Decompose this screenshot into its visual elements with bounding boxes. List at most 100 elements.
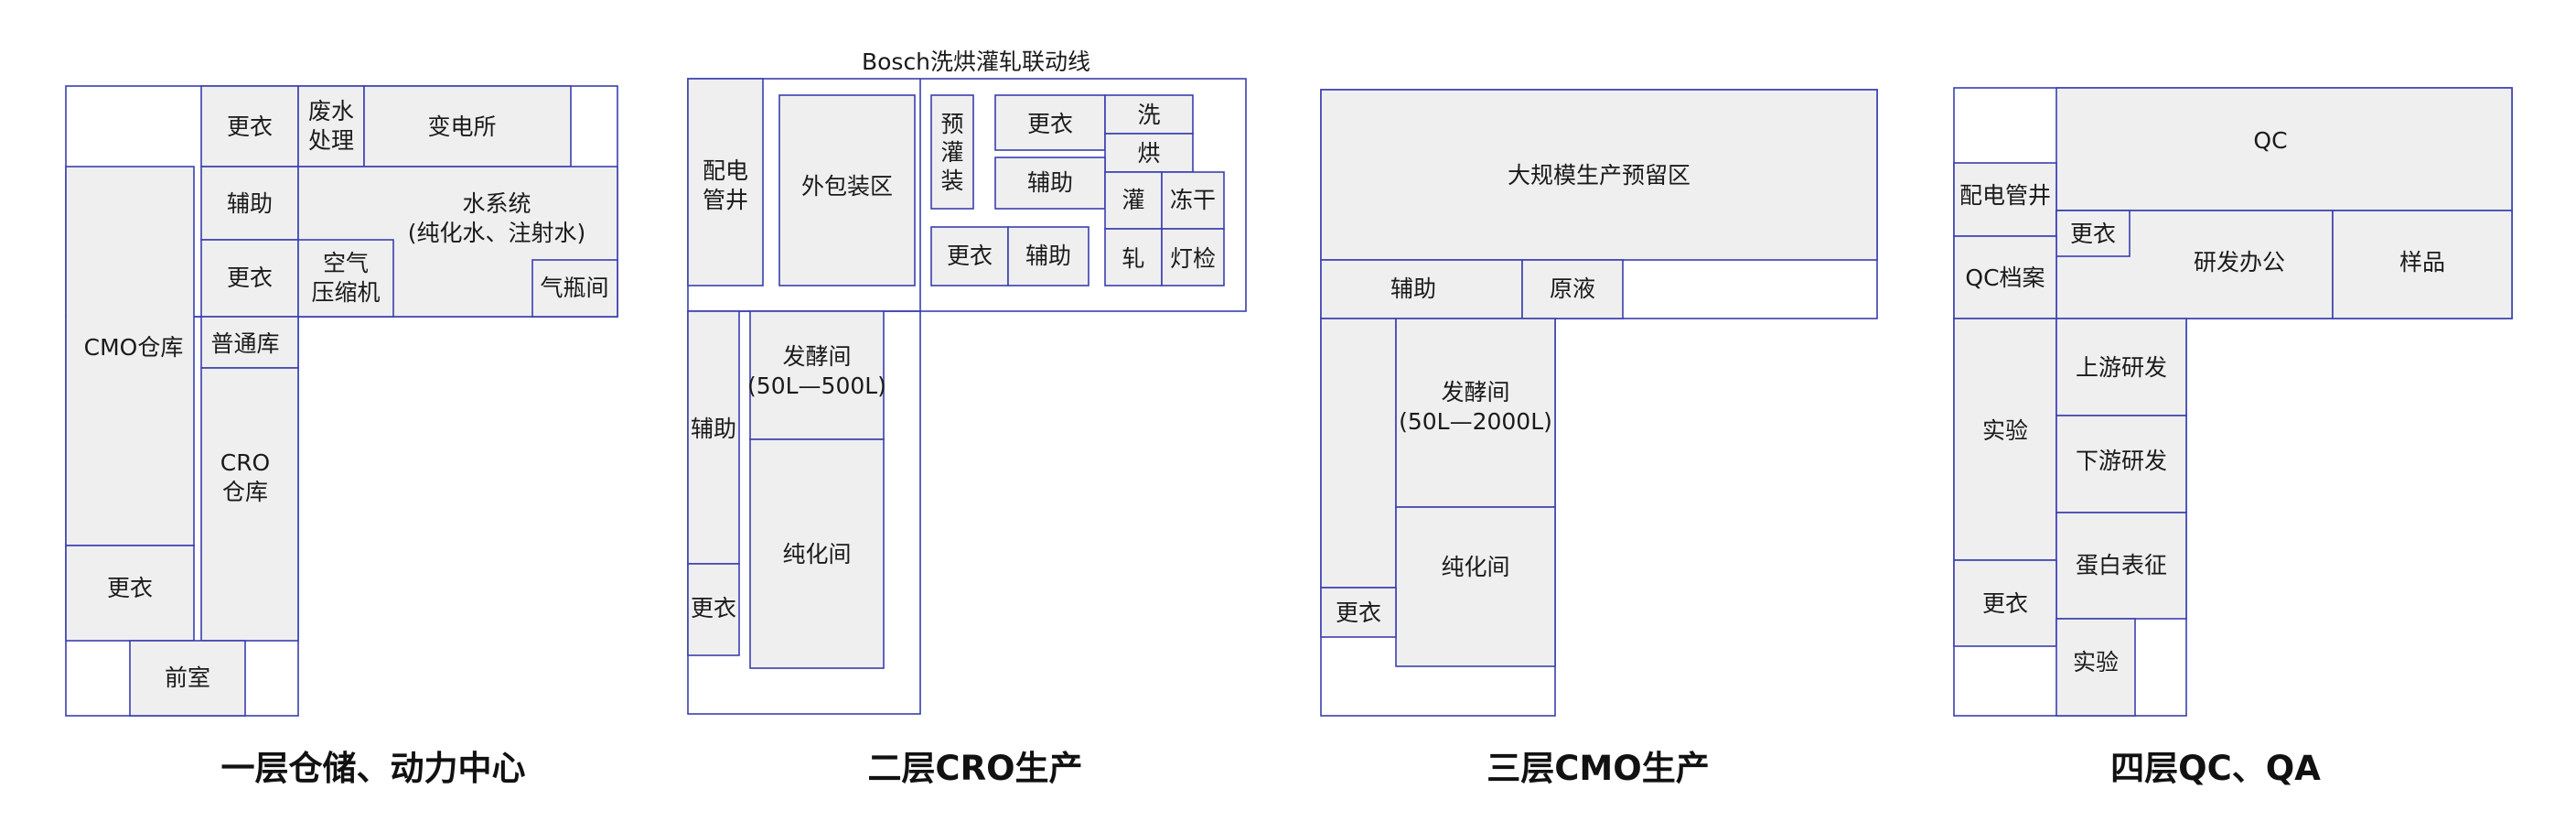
- room-fill: [1104, 171, 1163, 230]
- room-auxiliary-a-label: 辅助: [1027, 169, 1073, 196]
- room-seal: [1104, 228, 1163, 286]
- room-waste-water-label-1: 废水: [308, 98, 354, 124]
- room-purification-label: 纯化间: [782, 541, 851, 567]
- room-qc-archive: [1953, 235, 2057, 319]
- room-lab-bottom-label: 实验: [2073, 649, 2119, 675]
- room-protein-characterization: [2055, 512, 2187, 620]
- room-general-storage-label: 普通库: [210, 330, 279, 357]
- floor-4-plan: QC 配电管井 更衣 更衣 研发办公 样品 QC档案 实验 上游研发 下游研发 …: [1953, 87, 2513, 788]
- room-power-shaft-label-1: 配电: [703, 157, 748, 184]
- floor-1-plan: 更衣 废水 处理 变电所 辅助 水系统 (纯化水、注射水) 更衣 空气 压缩机 …: [65, 85, 618, 788]
- room-protein-characterization-label: 蛋白表征: [2076, 552, 2167, 578]
- room-freeze-dry-label: 冻干: [1170, 187, 1216, 213]
- room-changing-b-label: 更衣: [947, 243, 993, 269]
- room-power-shaft-label: 配电管井: [1959, 182, 2051, 209]
- room-auxiliary: [1320, 259, 1523, 319]
- room-changing-label: 更衣: [1336, 600, 1381, 626]
- room-fill-label: 灌: [1122, 187, 1144, 213]
- room-large-scale-reserve-label: 大规模生产预留区: [1508, 162, 1690, 189]
- room-air-compressor-label-2: 压缩机: [311, 279, 380, 306]
- room-substation: [363, 85, 572, 167]
- room-gas-cylinder-label: 气瓶间: [540, 275, 608, 301]
- room-general-storage: [200, 316, 299, 369]
- room-changing-mid-label: 更衣: [227, 265, 273, 291]
- room-prefill-label-2: 灌: [940, 139, 963, 166]
- room-changing-mid: [200, 239, 299, 318]
- room-water-system-label-2: (纯化水、注射水): [408, 220, 586, 246]
- room-power-shaft-label-2: 管井: [703, 187, 748, 213]
- bosch-line-label: Bosch洗烘灌轧联动线: [862, 49, 1090, 75]
- room-prefill: [930, 94, 974, 210]
- room-changing-bottom: [1953, 559, 2057, 647]
- room-auxiliary-label: 辅助: [227, 190, 273, 217]
- room-gas-cylinder: [531, 259, 618, 318]
- room-light-inspection: [1161, 228, 1225, 286]
- room-changing-c: [687, 563, 740, 656]
- floor-3-plan: 大规模生产预留区 辅助 原液 发酵间 (50L—2000L) 纯化间 更衣 三层…: [1320, 89, 1878, 788]
- room-lab-left: [1953, 318, 2057, 561]
- room-cro-warehouse-label-2: 仓库: [222, 479, 268, 505]
- floor-1-title: 一层仓储、动力中心: [221, 749, 526, 788]
- room-changing-bottom-label: 更衣: [1982, 590, 2028, 617]
- room-outer-packaging: [778, 94, 916, 286]
- room-rd-office-label: 研发办公: [2194, 249, 2285, 276]
- room-dry: [1104, 133, 1194, 173]
- room-left-corridor: [1320, 318, 1397, 589]
- room-purification-label: 纯化间: [1441, 554, 1509, 580]
- room-changing-top-label: 更衣: [227, 113, 273, 140]
- room-power-shaft: [1953, 162, 2057, 237]
- room-fermentation-label-2: (50L—500L): [747, 373, 886, 399]
- room-qc-archive-label: QC档案: [1965, 265, 2045, 291]
- room-purification: [749, 438, 885, 669]
- room-large-scale-reserve: [1320, 89, 1878, 261]
- room-prefill-label-1: 预: [940, 111, 963, 137]
- room-changing-c-label: 更衣: [691, 595, 736, 621]
- room-stock-solution: [1521, 259, 1624, 319]
- room-fermentation-label-1: 发酵间: [782, 343, 851, 370]
- room-samples-label: 样品: [2399, 249, 2445, 276]
- floor-2-title: 二层CRO生产: [867, 749, 1082, 788]
- room-fermentation-label-1: 发酵间: [1441, 379, 1509, 405]
- room-prefill-label-3: 装: [940, 167, 963, 194]
- room-power-shaft: [687, 78, 764, 286]
- room-changing-a-label: 更衣: [1027, 111, 1073, 137]
- room-dry-label: 烘: [1137, 140, 1160, 167]
- floor-2-plan: Bosch洗烘灌轧联动线 配电 管井 外包装区 预 灌 装 更衣 洗 烘 辅助 …: [687, 49, 1247, 788]
- room-downstream-rd-label: 下游研发: [2076, 448, 2167, 474]
- room-auxiliary-b-label: 辅助: [1025, 243, 1071, 269]
- room-cmo-warehouse-label: CMO仓库: [84, 334, 184, 361]
- room-waste-water-label-2: 处理: [308, 127, 354, 154]
- room-water-system-label-1: 水系统: [462, 190, 531, 217]
- floor-4-title: 四层QC、QA: [2110, 749, 2321, 788]
- room-purification: [1395, 506, 1556, 667]
- room-air-compressor-label-1: 空气: [323, 250, 369, 276]
- room-auxiliary-a: [994, 157, 1106, 210]
- room-fermentation: [1395, 318, 1556, 508]
- room-changing: [1320, 587, 1397, 638]
- room-cro-warehouse: [200, 367, 299, 642]
- room-changing-b: [930, 226, 1009, 286]
- room-auxiliary-c-label: 辅助: [691, 416, 736, 442]
- room-qc-label: QC: [2253, 127, 2287, 154]
- room-auxiliary: [200, 166, 299, 241]
- room-changing-top-label-overlay: 更衣: [2070, 221, 2116, 247]
- room-changing-a: [994, 94, 1106, 151]
- room-fermentation: [749, 310, 885, 440]
- room-lab-bottom: [2055, 618, 2136, 717]
- room-light-inspection-label: 灯检: [1170, 245, 1216, 272]
- room-wash-label: 洗: [1137, 102, 1160, 128]
- room-auxiliary-b: [1007, 226, 1089, 286]
- floor-3-title: 三层CMO生产: [1487, 749, 1709, 788]
- room-cro-warehouse-label-1: CRO: [220, 449, 271, 476]
- room-auxiliary-label: 辅助: [1390, 276, 1436, 302]
- room-air-compressor: [297, 239, 394, 318]
- room-stock-solution-label: 原液: [1550, 276, 1595, 302]
- room-downstream-rd: [2055, 415, 2187, 513]
- room-samples: [2332, 210, 2513, 319]
- room-changing-bottom-label: 更衣: [107, 575, 153, 601]
- room-freeze-dry: [1161, 171, 1225, 230]
- room-changing-bottom: [65, 545, 195, 642]
- room-qc: [2055, 87, 2513, 211]
- room-lab-left-label: 实验: [1982, 417, 2028, 444]
